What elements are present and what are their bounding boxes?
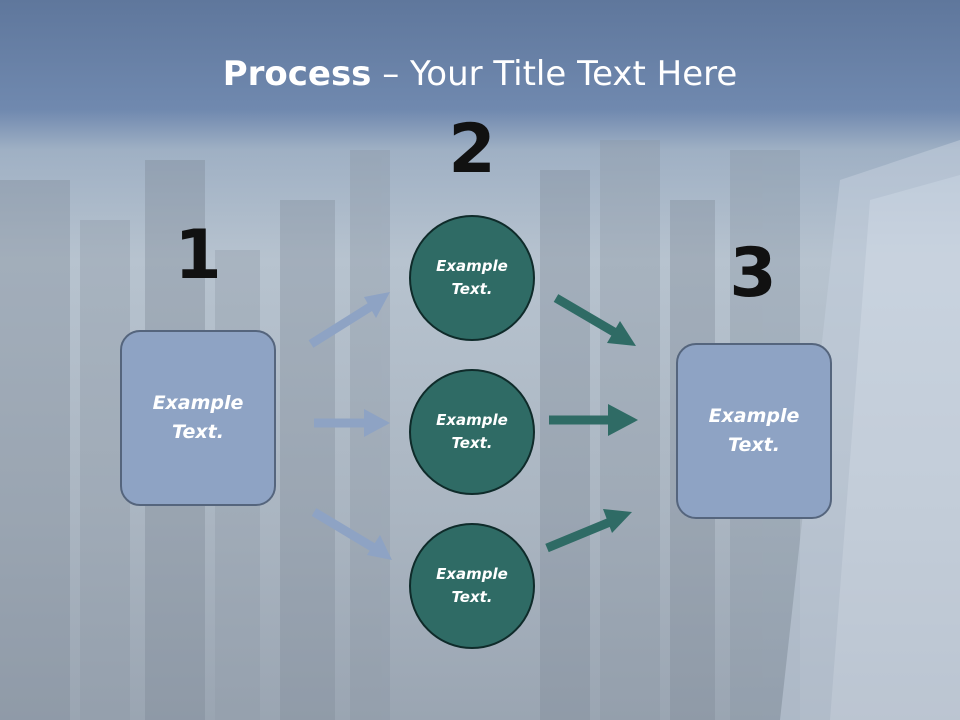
circle-middle-text: Example Text. bbox=[436, 411, 508, 452]
step-3-box: Example Text. bbox=[676, 343, 832, 519]
step-number-3: 3 bbox=[729, 234, 777, 313]
step-1-box: Example Text. bbox=[120, 330, 276, 506]
circle-top-text: Example Text. bbox=[436, 257, 508, 298]
title-rest: – Your Title Text Here bbox=[371, 54, 738, 94]
step-1-box-text: Example Text. bbox=[152, 392, 244, 443]
title-bold: Process bbox=[222, 54, 372, 94]
step-number-1: 1 bbox=[174, 216, 222, 295]
step-3-box-text: Example Text. bbox=[708, 405, 800, 456]
step-2-circle-top: Example Text. bbox=[409, 215, 535, 341]
step-2-circle-bottom: Example Text. bbox=[409, 523, 535, 649]
step-number-2: 2 bbox=[448, 110, 496, 189]
circle-bottom-text: Example Text. bbox=[436, 565, 508, 606]
slide-title: Process – Your Title Text Here bbox=[0, 52, 960, 96]
step-2-circle-middle: Example Text. bbox=[409, 369, 535, 495]
